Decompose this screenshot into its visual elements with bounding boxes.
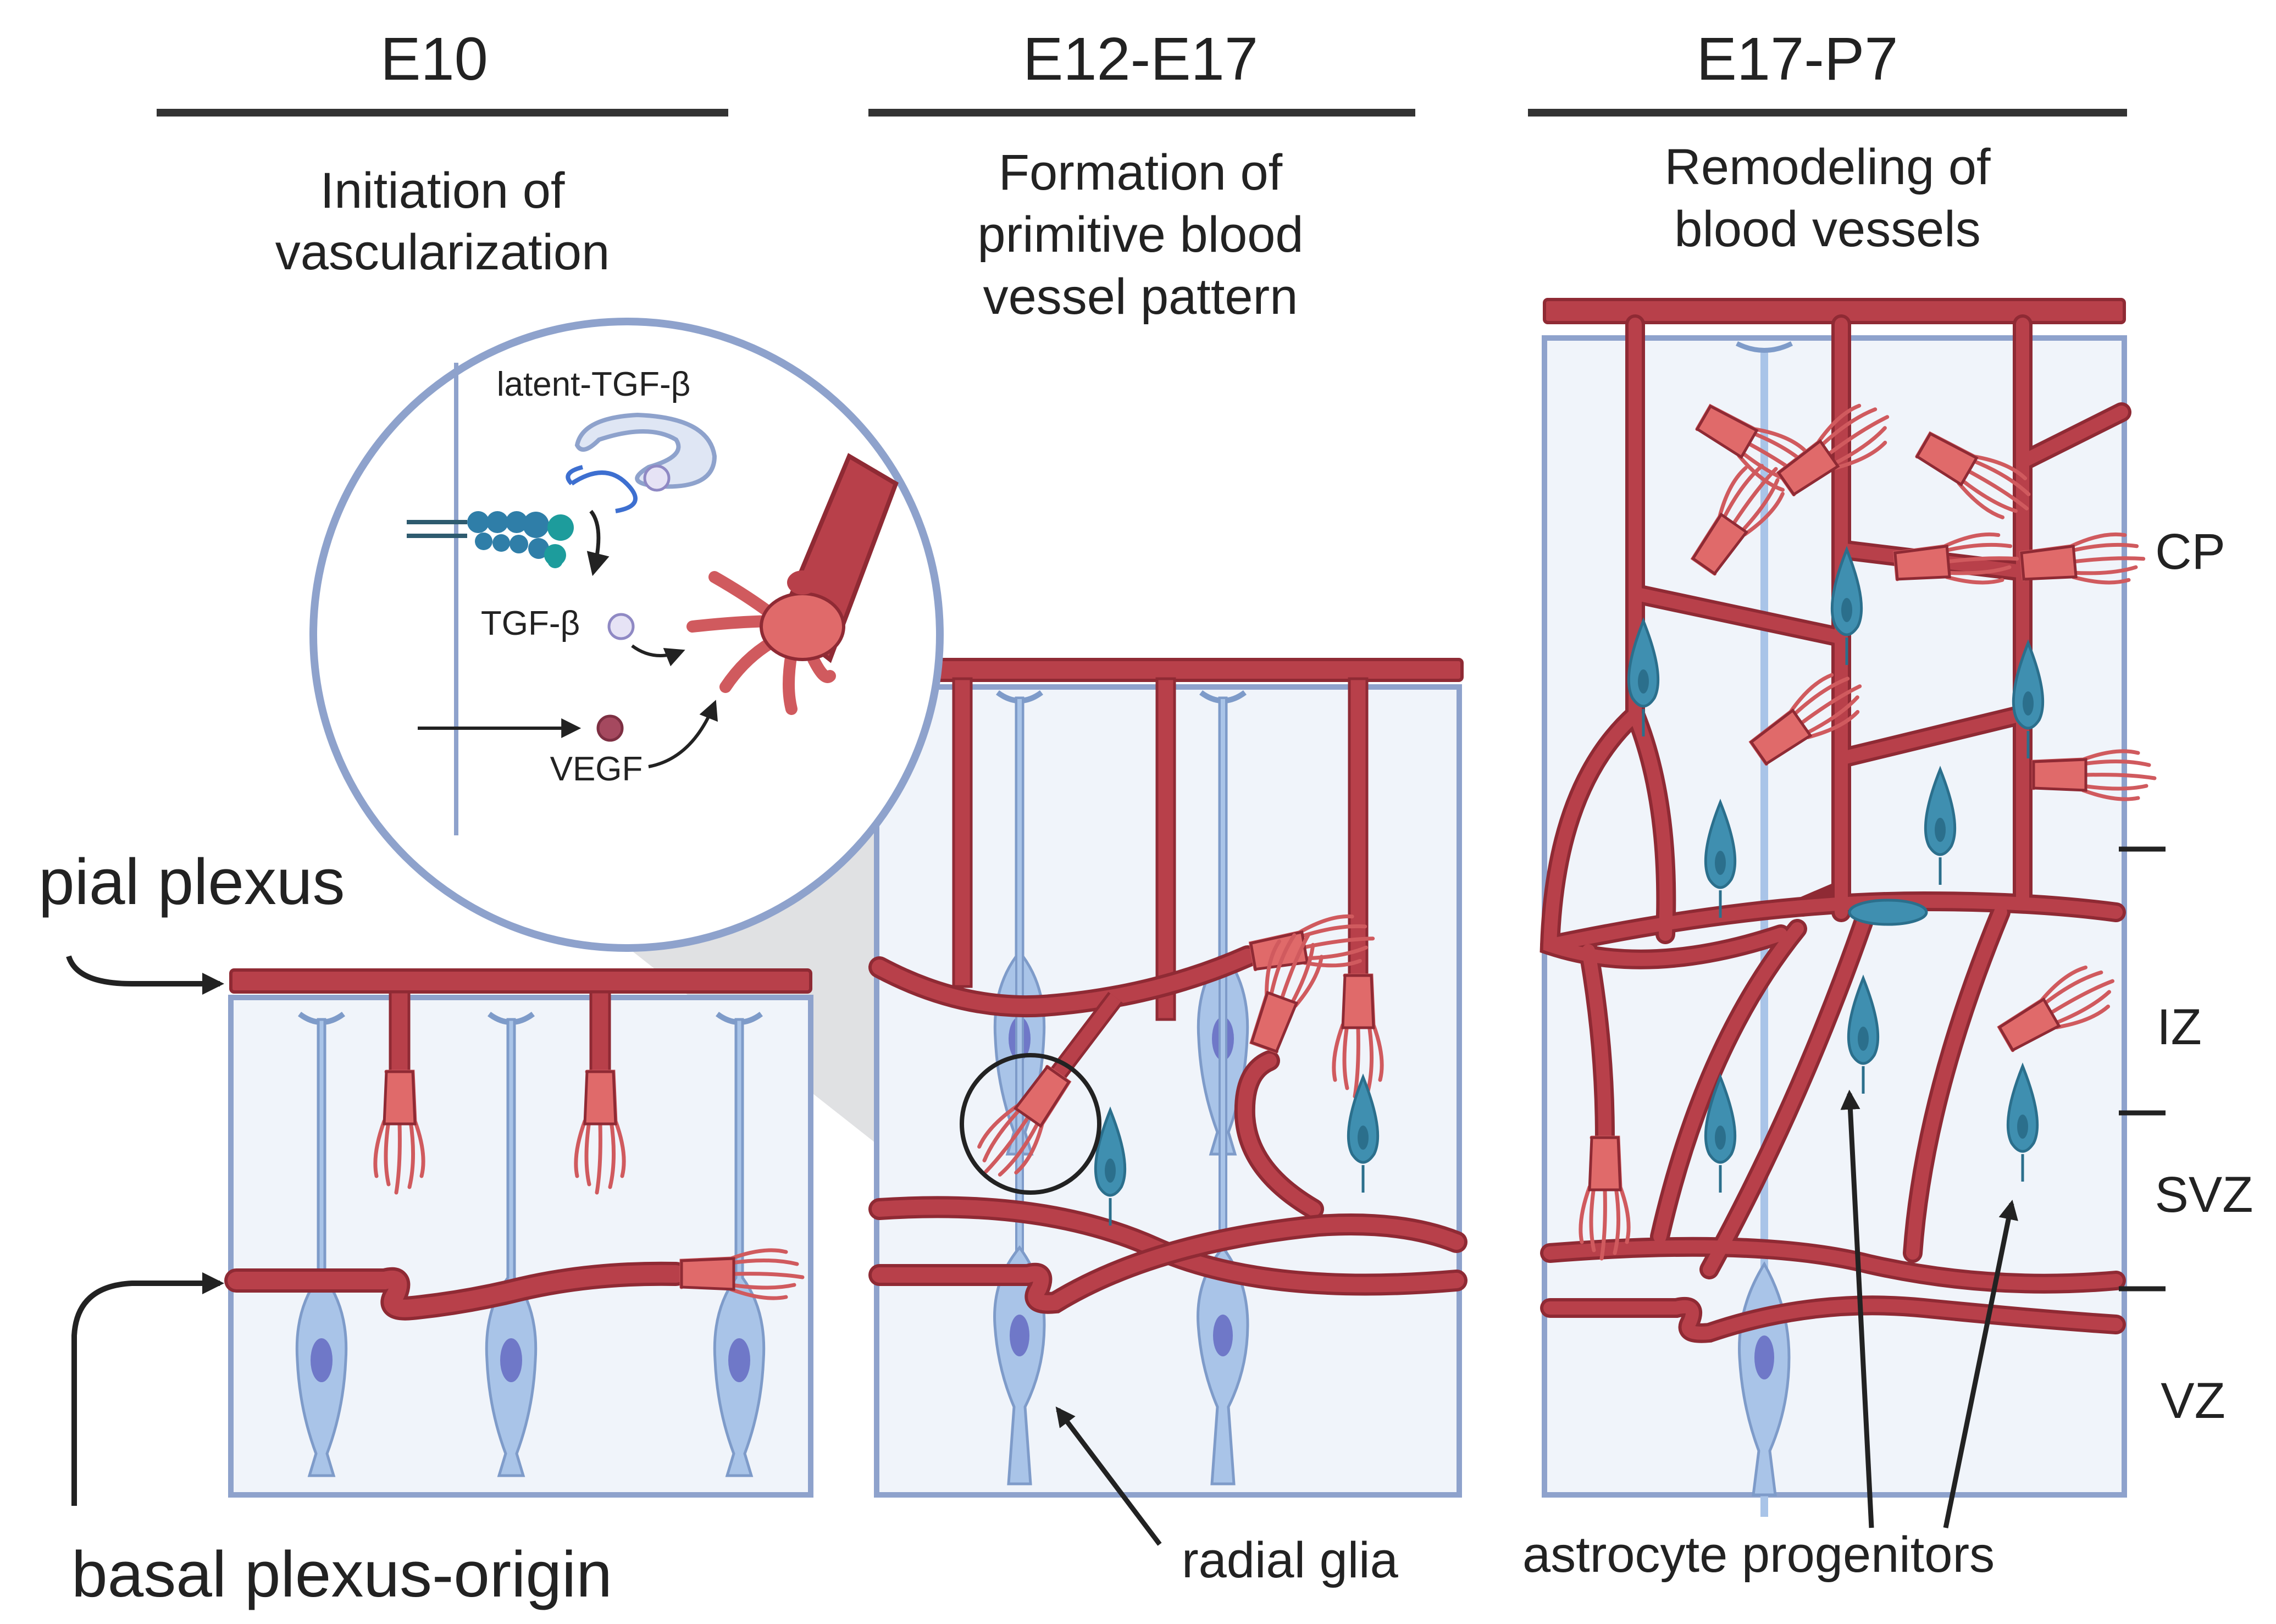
- vegf-label: VEGF: [550, 750, 643, 788]
- stage-header-e17-p7: E17-P7 Remodeling of blood vessels: [1528, 25, 2127, 257]
- stage-label: E12-E17: [1023, 25, 1258, 93]
- tgf-beta-label: TGF-β: [481, 605, 580, 642]
- inset-signaling: latent-TGF-β TGF-β VEGF: [309, 318, 944, 952]
- zoom-circle: [960, 1053, 1101, 1195]
- stage-header-e12-e17: E12-E17 Formation of primitive blood ves…: [868, 25, 1415, 325]
- zone-label: CP: [2155, 524, 2225, 580]
- basal-arrow: [71, 1272, 224, 1506]
- stage-label: E17-P7: [1697, 25, 1898, 93]
- panel-e10: [224, 968, 813, 1498]
- stage-caption-line: Initiation of: [320, 163, 565, 219]
- stage-caption-line: blood vessels: [1674, 201, 1980, 257]
- latent-tgf-beta-label: latent-TGF-β: [497, 365, 691, 403]
- pial-plexus-label: pial plexus: [38, 846, 345, 918]
- zone-label: VZ: [2161, 1373, 2225, 1429]
- panel-e17-p7: CP IZ SVZ VZ: [1540, 298, 2253, 1517]
- basal-vessel: [228, 1265, 685, 1317]
- stage-caption-line: vessel pattern: [983, 269, 1298, 325]
- pial-vessel: [229, 968, 812, 994]
- astro-arrow: [1840, 1089, 1874, 1528]
- stage-caption-line: Remodeling of: [1664, 139, 1991, 195]
- stage-caption-line: vascularization: [275, 224, 610, 280]
- basal-plexus-label: basal plexus-origin: [71, 1538, 612, 1611]
- stage-label: E10: [380, 25, 488, 93]
- astro-arrow: [1943, 1199, 2018, 1528]
- zone-label: SVZ: [2155, 1167, 2253, 1223]
- astrocyte-progenitors-label: astrocyte progenitors: [1522, 1527, 1995, 1583]
- pial-arrow: [66, 955, 224, 995]
- radial-glia-label: radial glia: [1182, 1532, 1399, 1588]
- stage-header-e10: E10 Initiation of vascularization: [157, 25, 728, 280]
- stage-caption-line: primitive blood: [977, 207, 1303, 263]
- zone-label: IZ: [2157, 999, 2202, 1055]
- stage-caption-line: Formation of: [999, 145, 1283, 201]
- radial-glia-arrow: [1055, 1406, 1162, 1546]
- panel-e12-e17: [868, 658, 1468, 1498]
